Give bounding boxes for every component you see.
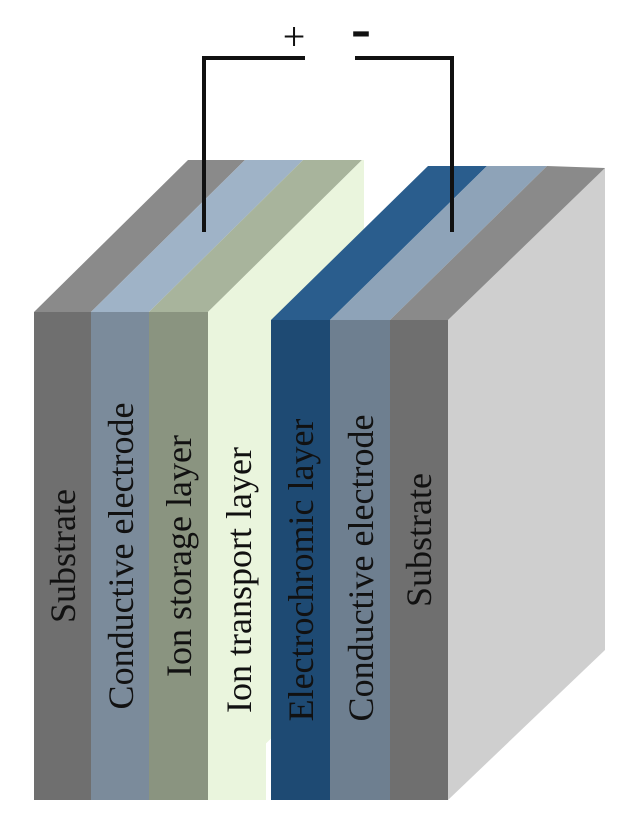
negative-wire: [355, 56, 454, 232]
left-ion-storage-front-face: [149, 312, 208, 800]
right-conductive-electrode-label: Conductive electrode: [341, 415, 381, 722]
right-conductive-electrode-front-face: [330, 320, 390, 800]
ion-transport-front-face: [208, 312, 266, 800]
positive-wire: [202, 56, 305, 232]
right-substrate-label: Substrate: [399, 473, 439, 607]
ion-storage-layer-label: Ion storage layer: [159, 435, 199, 677]
left-conductive-electrode-front-face: [91, 312, 149, 800]
electrochromic-layer-label: Electrochromic layer: [281, 419, 321, 722]
right-substrate-top-face: [390, 166, 605, 320]
ion-transport-layer-label: Ion transport layer: [219, 447, 259, 713]
electrochromic-top-face: [271, 166, 487, 320]
left-substrate-top-face: [34, 160, 245, 312]
left-substrate-label: Substrate: [43, 489, 83, 623]
left-ion-storage-top-face: [149, 160, 362, 312]
electrochromic-front-face: [271, 320, 330, 800]
negative-terminal-label: -: [351, 0, 371, 61]
right-stack-side-face: [448, 168, 605, 800]
left-conductive-electrode-label: Conductive electrode: [101, 403, 141, 710]
positive-terminal-label: +: [283, 14, 306, 59]
right-conductive-electrode-top-face: [330, 166, 547, 320]
right-substrate-front-face: [390, 320, 448, 800]
left-substrate-front-face: [34, 312, 91, 800]
left-conductive-electrode-top-face: [91, 160, 303, 312]
